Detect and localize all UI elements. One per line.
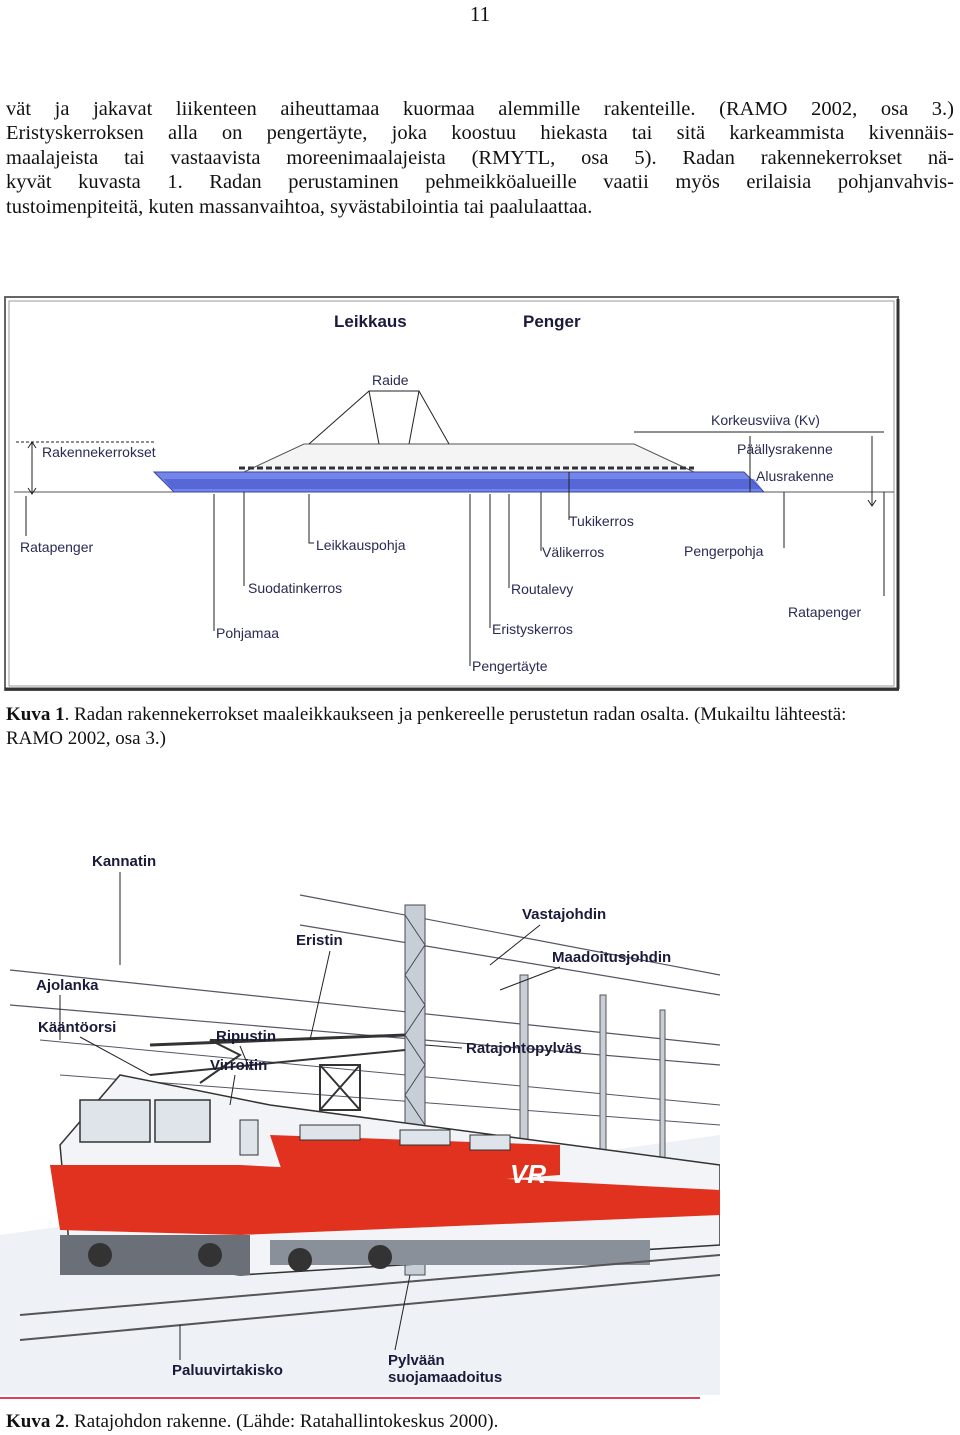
virroitin-label: Virroitin bbox=[210, 1057, 267, 1074]
pohjamaa-label: Pohjamaa bbox=[216, 625, 279, 641]
paluuvirtakisko-label: Paluuvirtakisko bbox=[172, 1362, 283, 1379]
pylvaan-label-line1: Pylvään bbox=[388, 1352, 445, 1369]
valikerros-label: Välikerros bbox=[542, 544, 604, 560]
ajolanka-label: Ajolanka bbox=[36, 977, 99, 994]
eristyskerros-label: Eristyskerros bbox=[492, 621, 573, 637]
pengertayte-label: Pengertäyte bbox=[472, 658, 548, 674]
figure1-caption-text2: RAMO 2002, osa 3.) bbox=[6, 728, 166, 749]
figure1-caption: Kuva 1. Radan rakennekerrokset maaleikka… bbox=[6, 703, 956, 751]
routalevy-label: Routalevy bbox=[511, 581, 573, 597]
overhead-line-figure: VR Kannatin Vastajohdin Eristin Maadoitu… bbox=[0, 835, 720, 1399]
body-line: vät ja jakavat liikenteen aiheuttamaa ku… bbox=[6, 98, 954, 120]
rakennekerrokset-label: Rakennekerrokset bbox=[42, 444, 156, 460]
pylvaan-label-line2: suojamaadoitus bbox=[388, 1369, 502, 1386]
body-line: kyvät kuvasta 1. Radan perustaminen pehm… bbox=[6, 171, 954, 194]
ripustin-label: Ripustin bbox=[216, 1028, 276, 1045]
leikkauspohja-label: Leikkauspohja bbox=[316, 537, 406, 553]
korkeusviiva-label: Korkeusviiva (Kv) bbox=[711, 412, 820, 428]
figure1-caption-label: Kuva 1 bbox=[6, 704, 65, 725]
ratapenger-left-label: Ratapenger bbox=[20, 539, 94, 555]
body-paragraph: vät ja jakavat liikenteen aiheuttamaa ku… bbox=[6, 97, 954, 219]
figure1-caption-text: . Radan rakennekerrokset maaleikkaukseen… bbox=[64, 704, 847, 725]
penger-label: Penger bbox=[523, 312, 581, 331]
vr-logo: VR bbox=[510, 1159, 546, 1189]
maadoitusjohdin-label: Maadoitusjohdin bbox=[552, 949, 671, 966]
figure2-caption: Kuva 2. Ratajohdon rakenne. (Lähde: Rata… bbox=[6, 1410, 498, 1434]
body-line: tustoimenpiteitä, kuten massanvaihtoa, s… bbox=[6, 195, 593, 218]
kaantoorsi-label: Kääntöorsi bbox=[38, 1019, 116, 1036]
figure2-caption-label: Kuva 2 bbox=[6, 1411, 65, 1432]
kannatin-label: Kannatin bbox=[92, 853, 156, 870]
ratapenger-right-label: Ratapenger bbox=[788, 604, 862, 620]
tukikerros-label: Tukikerros bbox=[569, 513, 634, 529]
paallysrakenne-label: Päällysrakenne bbox=[737, 441, 833, 457]
eristin-label: Eristin bbox=[296, 932, 343, 949]
suodatinkerros-label: Suodatinkerros bbox=[248, 580, 342, 596]
page-number: 11 bbox=[469, 2, 491, 26]
body-line: maalajeista tai vastaavista moreenimaala… bbox=[6, 146, 954, 169]
body-line: Eristyskerroksen alla on pengertäyte, jo… bbox=[6, 122, 954, 145]
alusrakenne-label: Alusrakenne bbox=[756, 468, 834, 484]
leikkaus-label: Leikkaus bbox=[334, 312, 407, 331]
vastajohdin-label: Vastajohdin bbox=[522, 906, 606, 923]
ratajohtopylvas-label: Ratajohtopylväs bbox=[466, 1040, 582, 1057]
raide-label: Raide bbox=[372, 372, 409, 388]
track-structure-figure: Leikkaus Penger Raide Rakennekerrokset K… bbox=[4, 296, 900, 691]
figure2-caption-text: . Ratajohdon rakenne. (Lähde: Ratahallin… bbox=[64, 1411, 499, 1432]
pengerpohja-label: Pengerpohja bbox=[684, 543, 764, 559]
